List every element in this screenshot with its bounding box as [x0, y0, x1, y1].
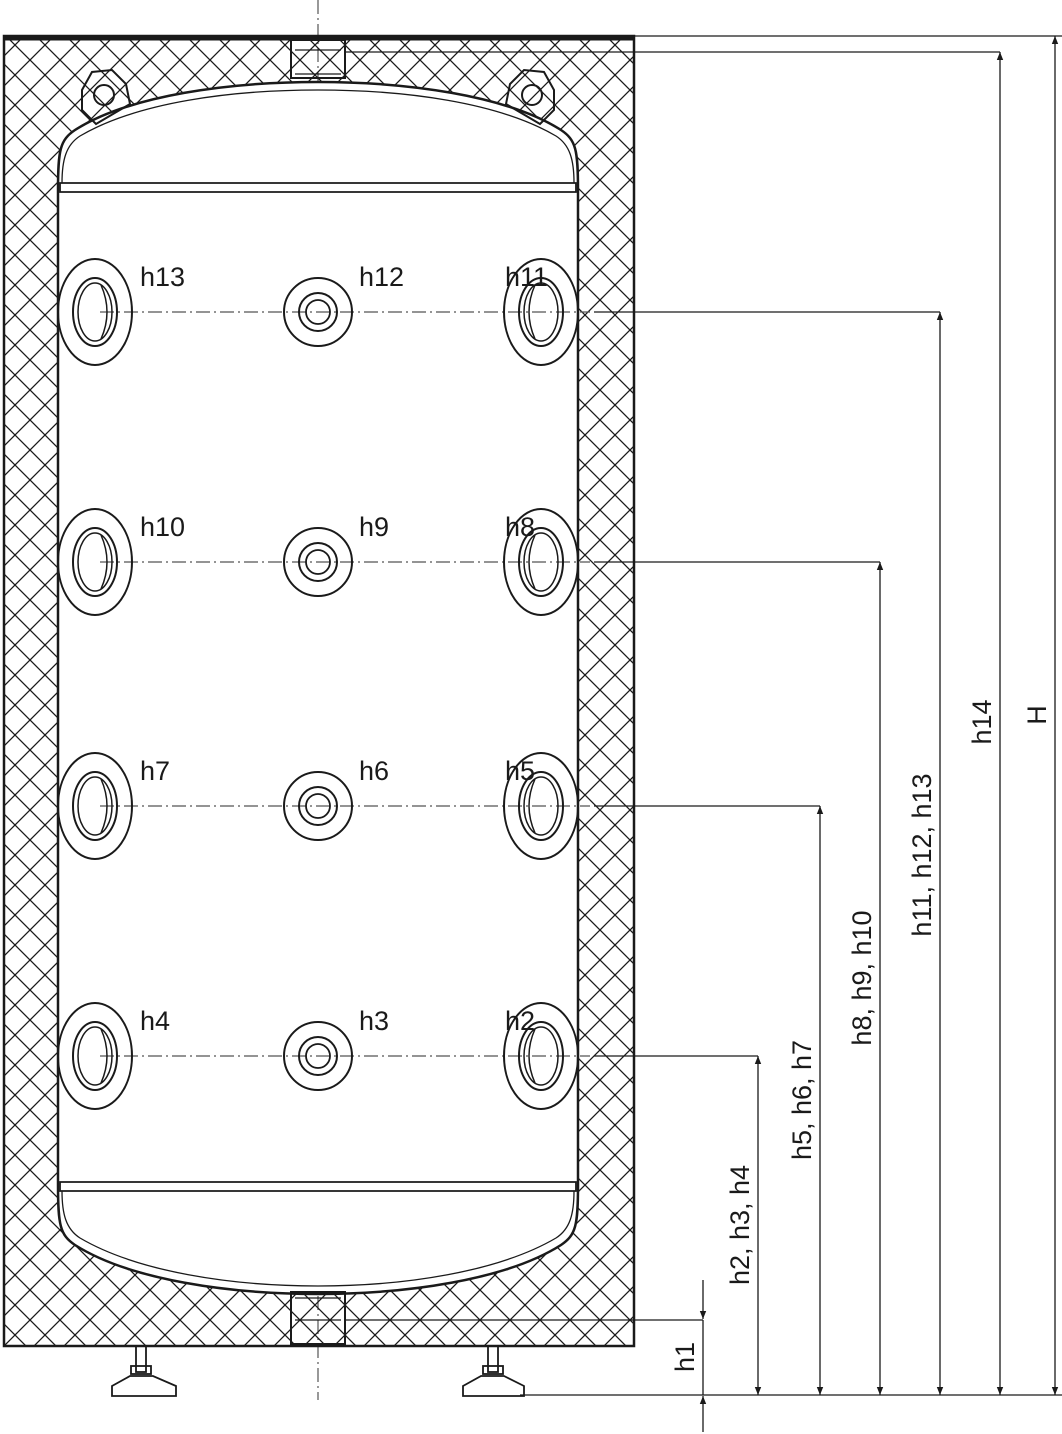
port-label-h4: h4: [140, 1006, 170, 1036]
dimension-label-h14: h14: [967, 699, 997, 744]
port-h5: h5: [503, 752, 579, 860]
port-h2: h2: [503, 1002, 579, 1110]
port-label-h10: h10: [140, 512, 185, 542]
dimension-label-h5-h7: h5, h6, h7: [787, 1040, 817, 1160]
port-label-h7: h7: [140, 756, 170, 786]
port-label-h8: h8: [505, 512, 535, 542]
port-h11: h11: [503, 258, 579, 366]
port-h8: h8: [503, 508, 579, 616]
port-label-h12: h12: [359, 262, 404, 292]
dimension-h1: h1: [670, 1280, 707, 1432]
tank-vessel: [56, 80, 580, 1296]
port-h7: h7: [57, 752, 170, 860]
port-h6: h6: [283, 756, 389, 841]
port-label-h9: h9: [359, 512, 389, 542]
port-h12: h12: [283, 262, 404, 347]
adjustable-foot-left: [111, 1345, 177, 1397]
height-dimensions: h1 h2, h3, h4 h5, h6, h7 h8, h9, h10 h11, h1…: [345, 35, 1062, 1432]
dimension-h8-h10: h8, h9, h10: [847, 562, 884, 1395]
adjustable-foot-right: [462, 1345, 525, 1397]
port-label-h13: h13: [140, 262, 185, 292]
dimension-h14: h14: [967, 52, 1004, 1395]
port-h10: h10: [57, 508, 185, 616]
dimension-h5-h7: h5, h6, h7: [787, 806, 824, 1395]
port-label-h11: h11: [505, 262, 548, 292]
port-label-h6: h6: [359, 756, 389, 786]
dimension-h11-h13: h11, h12, h13: [907, 312, 944, 1395]
port-label-h3: h3: [359, 1006, 389, 1036]
lifting-lug-left: [81, 68, 132, 126]
dimension-label-H: H: [1022, 705, 1052, 725]
port-h13: h13: [57, 258, 185, 366]
lifting-lug-right: [504, 68, 555, 126]
dimension-label-h1: h1: [670, 1342, 700, 1372]
port-connections: h13 h12 h11 h10 h9 h8 h7 h6 h5 h4 h3 h2: [57, 258, 590, 1110]
port-h9: h9: [283, 512, 389, 597]
port-h4: h4: [57, 1002, 170, 1110]
dimension-h2-h4: h2, h3, h4: [725, 1056, 762, 1395]
top-fitting: [290, 39, 346, 79]
dimension-H: H: [1022, 36, 1059, 1395]
dimension-label-h11-h13: h11, h12, h13: [907, 773, 937, 936]
dimension-label-h8-h10: h8, h9, h10: [847, 910, 877, 1045]
bottom-fitting: [290, 1291, 346, 1345]
port-h3: h3: [283, 1006, 389, 1091]
dimension-label-h2-h4: h2, h3, h4: [725, 1165, 755, 1285]
port-label-h5: h5: [505, 756, 535, 786]
port-label-h2: h2: [505, 1006, 535, 1036]
